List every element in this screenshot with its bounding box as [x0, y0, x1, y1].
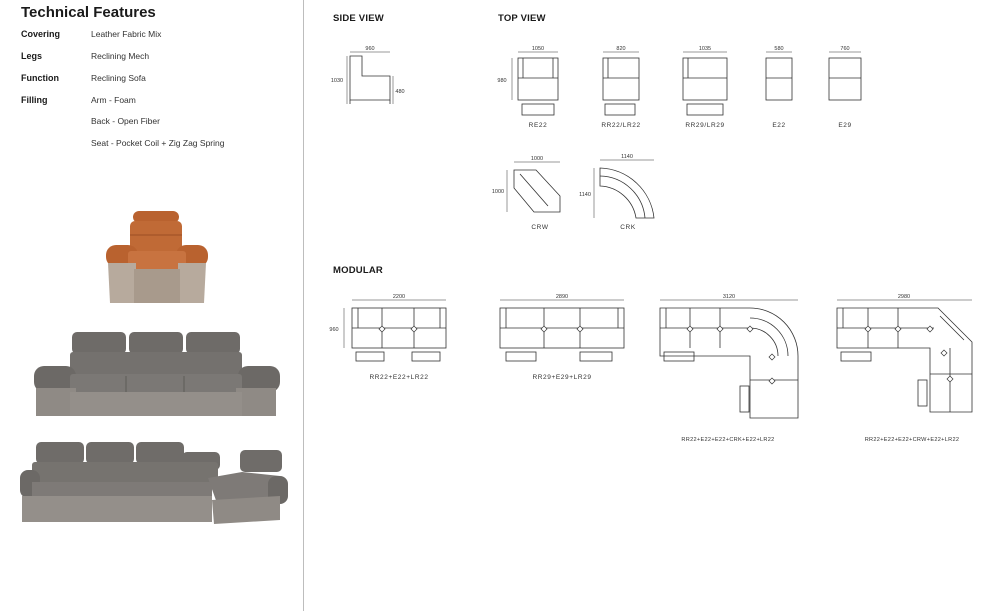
code-rr29: RR29/LR29	[685, 122, 724, 129]
spec-label-function: Function	[21, 73, 59, 83]
top-view-rr22	[602, 51, 640, 116]
re22-depth: 980	[497, 78, 506, 84]
modular-drawing-1	[343, 299, 447, 362]
panel-divider	[303, 0, 304, 611]
crw-depth: 1000	[492, 189, 504, 195]
crw-width: 1000	[531, 156, 543, 162]
spec-value-filling: Arm - Foam	[91, 95, 136, 105]
crk-depth: 1140	[579, 192, 591, 198]
spec-value-legs: Reclining Mech	[91, 51, 150, 61]
top-view-re22	[511, 51, 559, 116]
top-view-rr29	[682, 51, 728, 116]
side-view-heading: SIDE VIEW	[333, 13, 384, 24]
mod4-width: 2980	[898, 294, 910, 300]
sectional-photo	[20, 442, 288, 524]
spec-label-covering: Covering	[21, 29, 61, 39]
page-title: Technical Features	[21, 4, 156, 21]
modular-drawing-3	[659, 299, 799, 419]
mod1-depth: 960	[329, 327, 338, 333]
modular-drawing-4	[836, 299, 973, 413]
mod1-width: 2200	[393, 294, 405, 300]
code-e29: E29	[838, 122, 851, 129]
top-view-e29	[828, 51, 862, 101]
re22-width: 1050	[532, 46, 544, 52]
side-view-drawing	[346, 51, 394, 104]
code-e22: E22	[772, 122, 785, 129]
code-mod2: RR29+E29+LR29	[532, 374, 591, 381]
spec-value-filling-seat: Seat - Pocket Coil + Zig Zag Spring	[91, 138, 225, 148]
mod3-width: 3120	[723, 294, 735, 300]
spec-value-filling-back: Back - Open Fiber	[91, 116, 160, 126]
armchair-photo	[106, 211, 208, 303]
rr29-width: 1035	[699, 46, 711, 52]
modular-drawing-2	[499, 299, 625, 362]
crk-width: 1140	[621, 154, 633, 160]
spec-value-function: Reclining Sofa	[91, 73, 146, 83]
rr22-width: 820	[616, 46, 625, 52]
side-seat: 480	[395, 89, 404, 95]
modular-heading: MODULAR	[333, 265, 383, 276]
top-view-crk	[593, 159, 655, 219]
code-mod3: RR22+E22+E22+CRK+E22+LR22	[681, 437, 774, 443]
spec-label-filling: Filling	[21, 95, 48, 105]
technical-drawings: 960 1030 480 1050 980 820 1035 580 760 1…	[329, 46, 973, 443]
top-view-e22	[765, 51, 793, 101]
code-re22: RE22	[529, 122, 548, 129]
code-mod1: RR22+E22+LR22	[369, 374, 428, 381]
side-height: 1030	[331, 78, 343, 84]
top-view-heading: TOP VIEW	[498, 13, 546, 24]
code-mod4: RR22+E22+E22+CRW+E22+LR22	[865, 437, 960, 443]
spec-value-covering: Leather Fabric Mix	[91, 29, 162, 39]
features-panel: Technical Features Covering Leather Fabr…	[0, 0, 303, 611]
code-crk: CRK	[620, 224, 636, 231]
sofa-photo	[34, 332, 280, 416]
e22-width: 580	[774, 46, 783, 52]
code-crw: CRW	[531, 224, 548, 231]
spec-label-legs: Legs	[21, 51, 43, 61]
side-width: 960	[365, 46, 374, 52]
e29-width: 760	[840, 46, 849, 52]
drawings-panel: SIDE VIEW TOP VIEW MODULAR	[304, 0, 1000, 611]
top-view-crw	[506, 161, 561, 213]
code-rr22: RR22/LR22	[601, 122, 640, 129]
mod2-width: 2890	[556, 294, 568, 300]
